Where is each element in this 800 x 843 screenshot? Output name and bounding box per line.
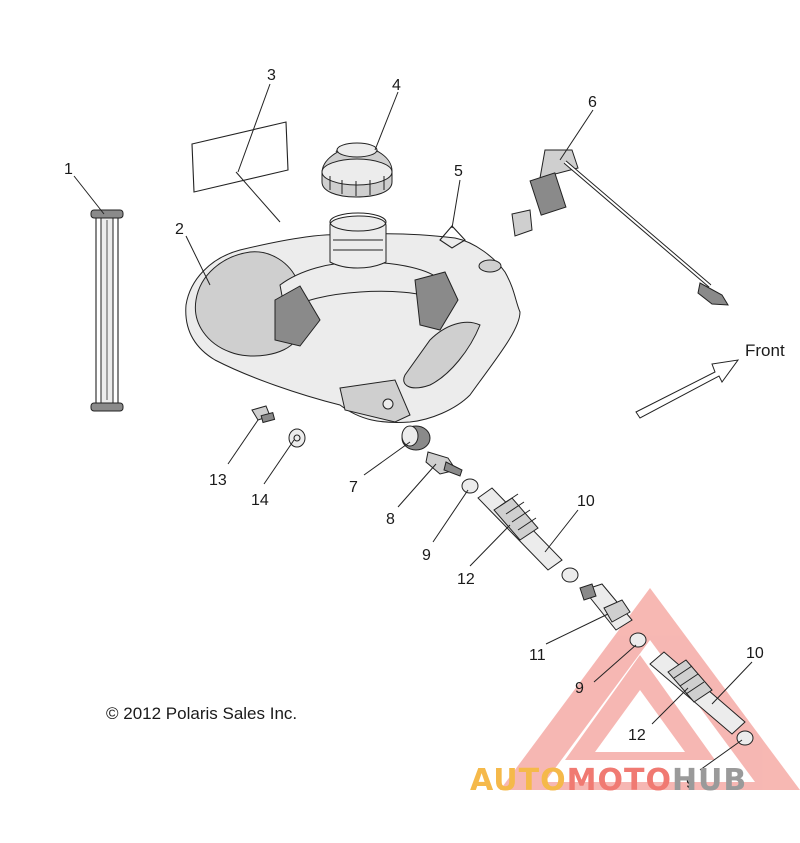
callout-14: 14 bbox=[251, 492, 269, 509]
fuel-cap-part-icon bbox=[321, 142, 393, 198]
callout-8: 8 bbox=[386, 511, 395, 528]
bolt-part-icon bbox=[251, 405, 276, 424]
callout-10-lower: 10 bbox=[746, 645, 764, 662]
callout-3: 3 bbox=[267, 67, 276, 84]
callout-10-upper: 10 bbox=[577, 493, 595, 510]
callout-4: 4 bbox=[392, 77, 401, 94]
watermark-brand-text: AUTOMOTOHUB bbox=[470, 763, 747, 798]
callout-9-upper: 9 bbox=[422, 547, 431, 564]
watermark-brand-part1: AUTO bbox=[470, 763, 567, 798]
watermark-brand-part2: MOTO bbox=[567, 763, 672, 798]
callout-6: 6 bbox=[588, 94, 597, 111]
fuel-hose-part-icon bbox=[477, 487, 563, 571]
callout-7: 7 bbox=[349, 479, 358, 496]
watermark-brand-part3: HUB bbox=[672, 763, 747, 798]
decal-part-icon bbox=[191, 121, 289, 193]
callout-2: 2 bbox=[175, 221, 184, 238]
leader-lines bbox=[73, 83, 753, 771]
callout-5: 5 bbox=[454, 163, 463, 180]
callout-1: 1 bbox=[64, 161, 73, 178]
fuel-tank-part-icon bbox=[185, 212, 521, 423]
label-part-icon bbox=[439, 225, 466, 249]
callout-labels: 1 2 3 4 5 6 7 8 9 9 9 10 10 11 12 12 13 … bbox=[64, 67, 764, 792]
fuel-sender-part-icon bbox=[511, 149, 729, 306]
fitting-part-icon bbox=[425, 451, 463, 477]
fuel-hose-lower-part-icon bbox=[649, 651, 746, 735]
callout-9-middle: 9 bbox=[575, 680, 584, 697]
grommet-part-icon bbox=[401, 425, 431, 451]
callout-13: 13 bbox=[209, 472, 227, 489]
watermark-logo-icon bbox=[500, 588, 800, 790]
callout-12-upper: 12 bbox=[457, 571, 475, 588]
front-direction-arrow-icon bbox=[635, 359, 740, 419]
callout-11: 11 bbox=[529, 647, 546, 664]
front-direction-label: Front bbox=[745, 341, 785, 360]
hose-clamp-part-icon bbox=[461, 478, 754, 746]
fuel-filter-part-icon bbox=[579, 583, 633, 631]
strap-part-icon bbox=[90, 209, 124, 412]
copyright-notice: © 2012 Polaris Sales Inc. bbox=[106, 704, 297, 723]
washer-part-icon bbox=[288, 428, 306, 448]
callout-12-lower: 12 bbox=[628, 727, 646, 744]
callout-9-lower: 9 bbox=[686, 775, 695, 792]
